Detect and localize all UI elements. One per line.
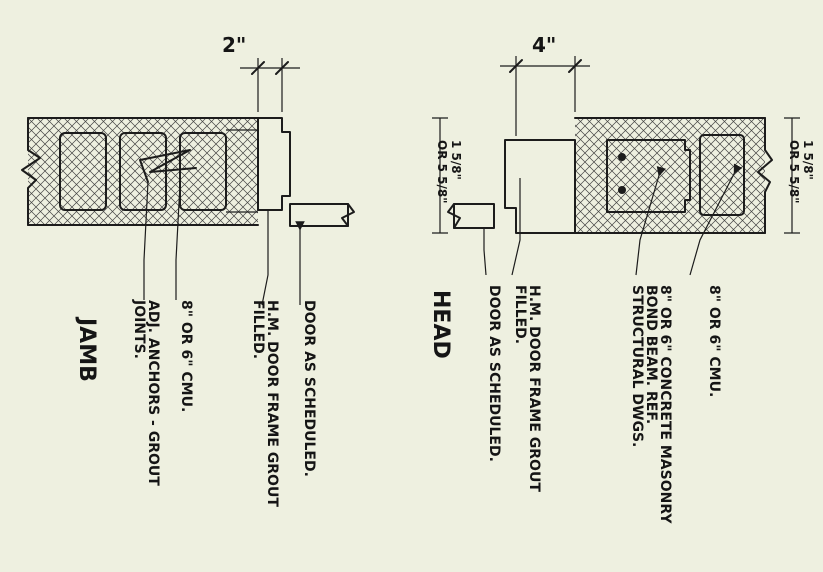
jamb-door-leaf bbox=[289, 203, 349, 227]
head-dim-ticks bbox=[509, 59, 582, 73]
svg-text:H.M. DOOR FRAME GROUT: H.M. DOOR FRAME GROUT bbox=[526, 285, 542, 492]
head-cmu-outline bbox=[574, 117, 766, 234]
svg-text:FILLED.: FILLED. bbox=[512, 285, 528, 344]
svg-text:STRUCTURAL DWGS.: STRUCTURAL DWGS. bbox=[629, 285, 645, 447]
jamb-cmu-hatch bbox=[28, 118, 258, 225]
head-dim-right-text: 1 5/8" OR 5 5/8" bbox=[787, 140, 815, 203]
svg-text:8" OR 6" CONCRETE MASONRY: 8" OR 6" CONCRETE MASONRY bbox=[657, 285, 673, 524]
head-right-dim bbox=[784, 117, 800, 234]
jamb-door-frame bbox=[257, 117, 291, 211]
jamb-cmu-outline bbox=[27, 117, 259, 226]
head-title: HEAD bbox=[428, 290, 453, 359]
head-dimension: 4" bbox=[532, 33, 556, 57]
jamb-anchor bbox=[139, 149, 197, 183]
svg-text:1 5/8": 1 5/8" bbox=[801, 140, 815, 180]
jamb-cell-1 bbox=[59, 132, 107, 211]
head-door-break bbox=[447, 203, 461, 229]
head-leader-door bbox=[483, 228, 487, 276]
jamb-dim-lines bbox=[240, 58, 300, 112]
svg-text:FILLED.: FILLED. bbox=[250, 300, 266, 359]
svg-text:8" OR 6" CMU.: 8" OR 6" CMU. bbox=[178, 300, 194, 412]
svg-text:BOND BEAM. REF.: BOND BEAM. REF. bbox=[643, 285, 659, 424]
head-left-dim bbox=[432, 117, 448, 234]
head-rebar-bottom bbox=[618, 186, 626, 194]
head-dim-left-text: 1 5/8" OR 5 5/8" bbox=[435, 140, 463, 203]
head-note-frame: H.M. DOOR FRAME GROUT FILLED. bbox=[512, 285, 542, 492]
svg-text:JAMB: JAMB bbox=[74, 316, 99, 382]
svg-text:HEAD: HEAD bbox=[428, 290, 453, 359]
jamb-dim-ticks bbox=[251, 61, 289, 75]
head-leader-cmu bbox=[689, 163, 743, 276]
jamb-note-door: DOOR AS SCHEDULED. bbox=[301, 300, 317, 477]
jamb-title: JAMB bbox=[74, 316, 99, 382]
svg-text:ADJ. ANCHORS - GROUT: ADJ. ANCHORS - GROUT bbox=[145, 300, 161, 486]
svg-text:1 5/8": 1 5/8" bbox=[449, 140, 463, 180]
head-detail: 4" bbox=[432, 33, 800, 276]
head-cmu-cell bbox=[699, 134, 745, 216]
jamb-detail: 2" bbox=[21, 33, 355, 306]
jamb-leader-frame bbox=[261, 210, 269, 306]
head-note-cmu: 8" OR 6" CMU. bbox=[706, 285, 722, 397]
svg-text:H.M. DOOR FRAME GROUT: H.M. DOOR FRAME GROUT bbox=[264, 300, 280, 507]
head-bond-beam bbox=[606, 139, 691, 213]
head-door-frame bbox=[504, 139, 576, 234]
jamb-leader-cmu bbox=[175, 183, 181, 300]
svg-text:JOINTS.: JOINTS. bbox=[131, 299, 147, 359]
jamb-frame-anchor-lines bbox=[226, 129, 258, 213]
jamb-note-cmu: 8" OR 6" CMU. bbox=[178, 300, 194, 412]
jamb-note-anchors: ADJ. ANCHORS - GROUT JOINTS. bbox=[131, 299, 161, 486]
jamb-note-frame: H.M. DOOR FRAME GROUT FILLED. bbox=[250, 300, 280, 507]
head-leader-bondbeam bbox=[635, 166, 666, 276]
svg-text:OR 5 5/8": OR 5 5/8" bbox=[435, 140, 449, 203]
jamb-cell-3-grouted bbox=[179, 132, 227, 211]
jamb-door-break bbox=[341, 203, 355, 227]
jamb-leader-anchors bbox=[143, 181, 149, 300]
head-note-bondbeam: 8" OR 6" CONCRETE MASONRY BOND BEAM. REF… bbox=[629, 285, 673, 524]
svg-text:OR 5 5/8": OR 5 5/8" bbox=[787, 140, 801, 203]
svg-text:DOOR AS SCHEDULED.: DOOR AS SCHEDULED. bbox=[486, 285, 502, 462]
head-leader-frame bbox=[511, 178, 521, 276]
svg-text:8" OR 6" CMU.: 8" OR 6" CMU. bbox=[706, 285, 722, 397]
jamb-dimension: 2" bbox=[222, 33, 246, 57]
head-note-door: DOOR AS SCHEDULED. bbox=[486, 285, 502, 462]
head-rebar-top bbox=[618, 153, 626, 161]
head-break-line bbox=[757, 117, 773, 234]
jamb-break-line bbox=[21, 117, 41, 226]
head-door-leaf bbox=[453, 203, 495, 229]
svg-text:DOOR AS SCHEDULED.: DOOR AS SCHEDULED. bbox=[301, 300, 317, 477]
